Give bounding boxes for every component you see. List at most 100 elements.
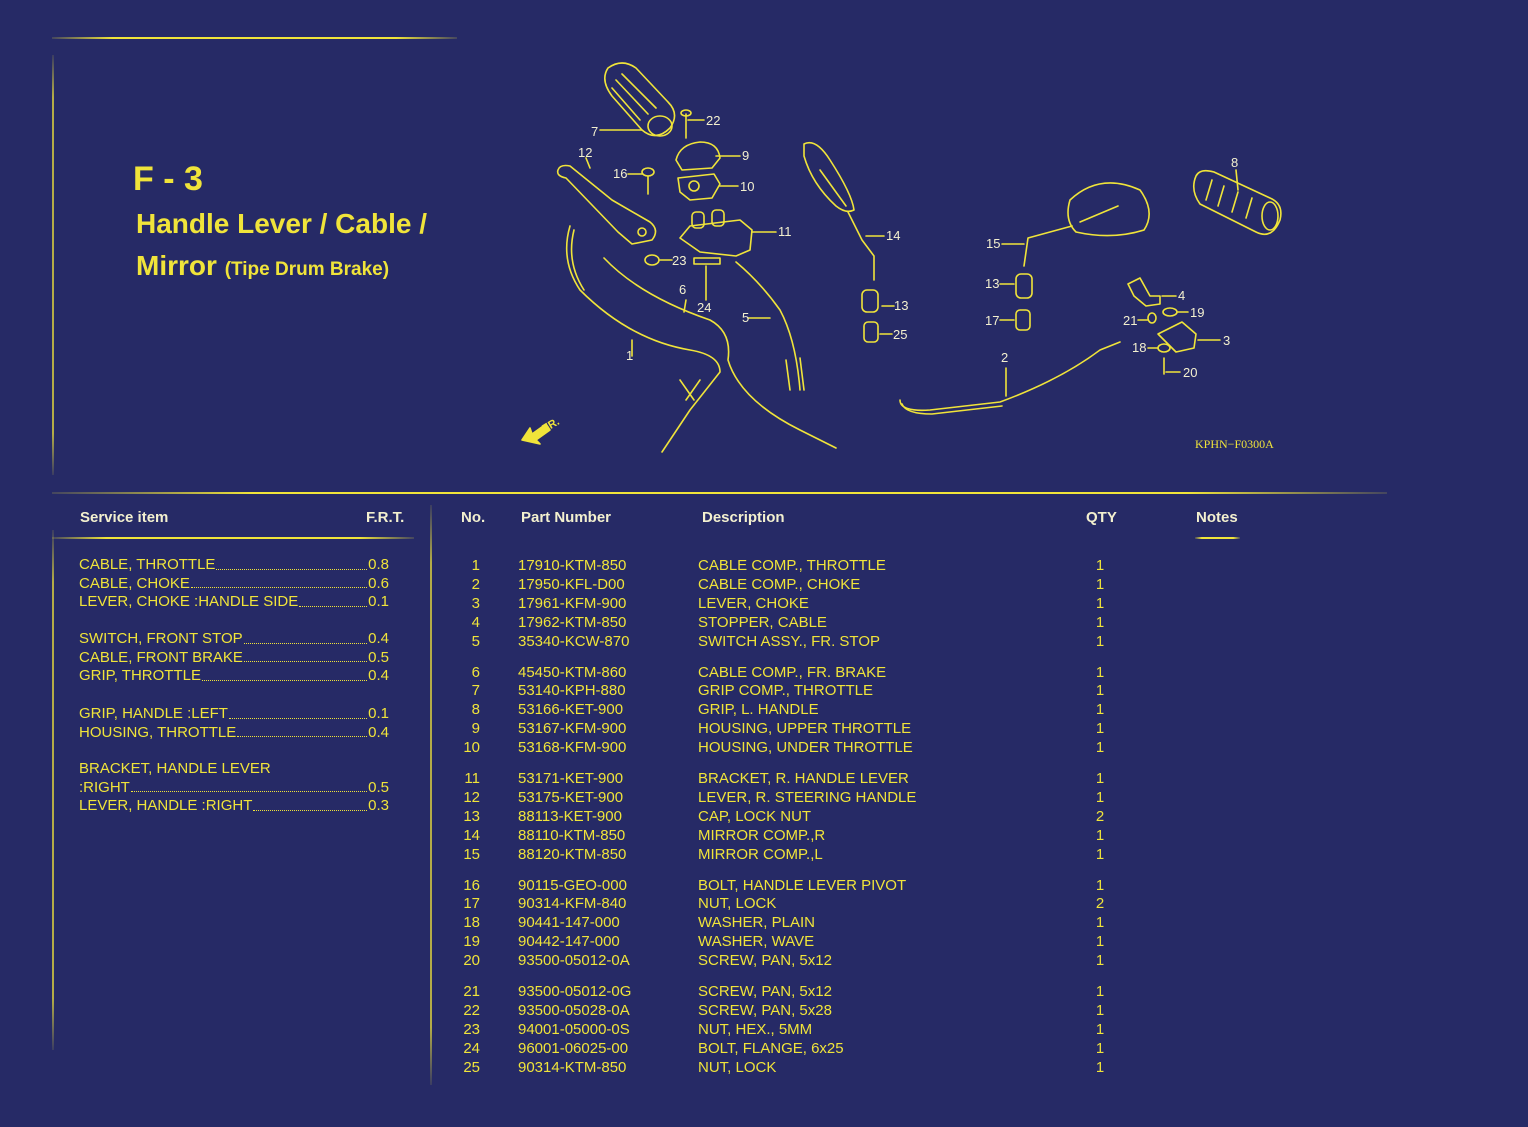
- part-description: CAP, LOCK NUT: [698, 807, 812, 825]
- service-label: GRIP, HANDLE :LEFT: [79, 705, 228, 722]
- header-service-item: Service item: [80, 509, 169, 526]
- callout: 3: [1223, 333, 1230, 348]
- service-label: :RIGHT: [79, 778, 130, 796]
- part-description: WASHER, PLAIN: [698, 914, 815, 932]
- part-no: 10: [463, 739, 480, 757]
- part-description: BOLT, HANDLE LEVER PIVOT: [698, 876, 907, 894]
- brake-lever-part: [556, 157, 657, 245]
- title-line2-text: Mirror: [136, 250, 217, 281]
- part-no: 9: [471, 720, 480, 738]
- part-no: 5: [471, 632, 480, 650]
- part-no: 11: [464, 770, 480, 787]
- header-notes: Notes: [1196, 509, 1238, 526]
- part-number: 53167-KFM-900: [518, 720, 627, 738]
- leader-dots: [243, 630, 368, 644]
- callout: 4: [1178, 288, 1185, 303]
- callout: 24: [697, 300, 711, 315]
- exploded-parts-diagram: FR. 1 2: [521, 62, 1282, 453]
- part-description: STOPPER, CABLE: [698, 613, 827, 631]
- part-qty: 1: [1095, 1001, 1105, 1019]
- service-label: LEVER, HANDLE :RIGHT: [79, 797, 253, 814]
- part-description: MIRROR COMP.,R: [698, 826, 826, 844]
- callout: 22: [706, 113, 720, 128]
- part-description: CABLE COMP., CHOKE: [698, 575, 861, 593]
- callout: 15: [986, 236, 1000, 251]
- callout: 5: [742, 310, 749, 325]
- header-description: Description: [702, 509, 785, 526]
- leader-dots: [130, 779, 368, 792]
- page-title-line1: Handle Lever / Cable /: [136, 208, 427, 239]
- callout: 25: [893, 327, 907, 342]
- service-label: GRIP, THROTTLE: [79, 667, 201, 684]
- callout: 17: [985, 313, 999, 328]
- service-frt: 0.8: [368, 556, 389, 573]
- part-description: NUT, HEX., 5MM: [698, 1020, 813, 1038]
- part-number: 17950-KFL-D00: [518, 575, 625, 593]
- part-no: 3: [471, 594, 480, 612]
- page-title-line2: Mirror (Tipe Drum Brake): [136, 250, 389, 282]
- part-description: WASHER, WAVE: [698, 933, 815, 951]
- callout: 14: [886, 228, 900, 243]
- callout: 1: [626, 348, 633, 363]
- part-qty: 1: [1095, 845, 1105, 863]
- part-no: 7: [471, 682, 480, 700]
- leader-dots: [237, 724, 368, 737]
- callout: 9: [742, 148, 749, 163]
- service-header-rule: [52, 537, 414, 539]
- service-frt: 0.3: [368, 797, 389, 814]
- part-no: 18: [463, 914, 480, 932]
- part-number: 93500-05012-0A: [518, 952, 630, 970]
- callout: 21: [1123, 313, 1137, 328]
- part-no: 20: [463, 952, 480, 970]
- callout: 10: [740, 179, 754, 194]
- callout: 20: [1183, 365, 1197, 380]
- callout: 19: [1190, 305, 1204, 320]
- part-qty: 1: [1095, 739, 1105, 757]
- part-number: 53140-KPH-880: [518, 682, 626, 700]
- service-label: CABLE, THROTTLE: [79, 556, 216, 573]
- throttle-housing-part: [675, 141, 741, 201]
- top-rule: [52, 37, 457, 39]
- part-qty: 1: [1095, 720, 1105, 738]
- service-label: LEVER, CHOKE :HANDLE SIDE: [79, 593, 299, 610]
- leader-dots: [228, 705, 368, 719]
- service-frt: 0.1: [368, 593, 389, 610]
- part-description: LEVER, CHOKE: [698, 594, 809, 612]
- part-no: 6: [471, 663, 480, 681]
- service-frt: 0.4: [368, 667, 389, 684]
- part-no: 15: [463, 845, 480, 863]
- leader-dots: [216, 556, 368, 570]
- service-row: LEVER, HANDLE :RIGHT 0.3: [79, 797, 389, 816]
- part-qty: 1: [1095, 914, 1105, 932]
- part-number: 53175-KET-900: [518, 788, 624, 806]
- part-description: SCREW, PAN, 5x12: [698, 983, 832, 1000]
- part-number: 53166-KET-900: [518, 701, 624, 719]
- part-no: 12: [463, 788, 480, 806]
- leader-dots: [201, 667, 368, 681]
- part-description: GRIP COMP., THROTTLE: [698, 682, 874, 700]
- callout: 11: [778, 224, 792, 239]
- part-qty: 1: [1095, 682, 1105, 700]
- fr-label: FR.: [540, 416, 561, 435]
- header-part-number: Part Number: [521, 509, 612, 526]
- title-suffix: (Tipe Drum Brake): [224, 259, 390, 280]
- part-qty: 1: [1095, 594, 1105, 612]
- part-number: 17961-KFM-900: [518, 594, 627, 612]
- part-description: MIRROR COMP.,L: [698, 845, 823, 863]
- part-qty: 1: [1095, 613, 1105, 631]
- part-qty: 1: [1095, 663, 1105, 681]
- notes-underline: [1195, 537, 1240, 539]
- part-no: 25: [463, 1058, 480, 1076]
- part-qty: 1: [1095, 983, 1105, 1000]
- part-description: BOLT, FLANGE, 6x25: [698, 1039, 844, 1057]
- part-no: 23: [463, 1020, 480, 1038]
- service-left-rule: [52, 530, 54, 1050]
- part-no: 1: [471, 557, 480, 574]
- callout: 12: [578, 145, 592, 160]
- callout: 13: [985, 276, 999, 291]
- service-frt: 0.4: [368, 630, 389, 647]
- part-number: 88120-KTM-850: [518, 845, 627, 863]
- lever-bracket-part: [679, 209, 777, 257]
- page-code: F - 3: [133, 160, 203, 198]
